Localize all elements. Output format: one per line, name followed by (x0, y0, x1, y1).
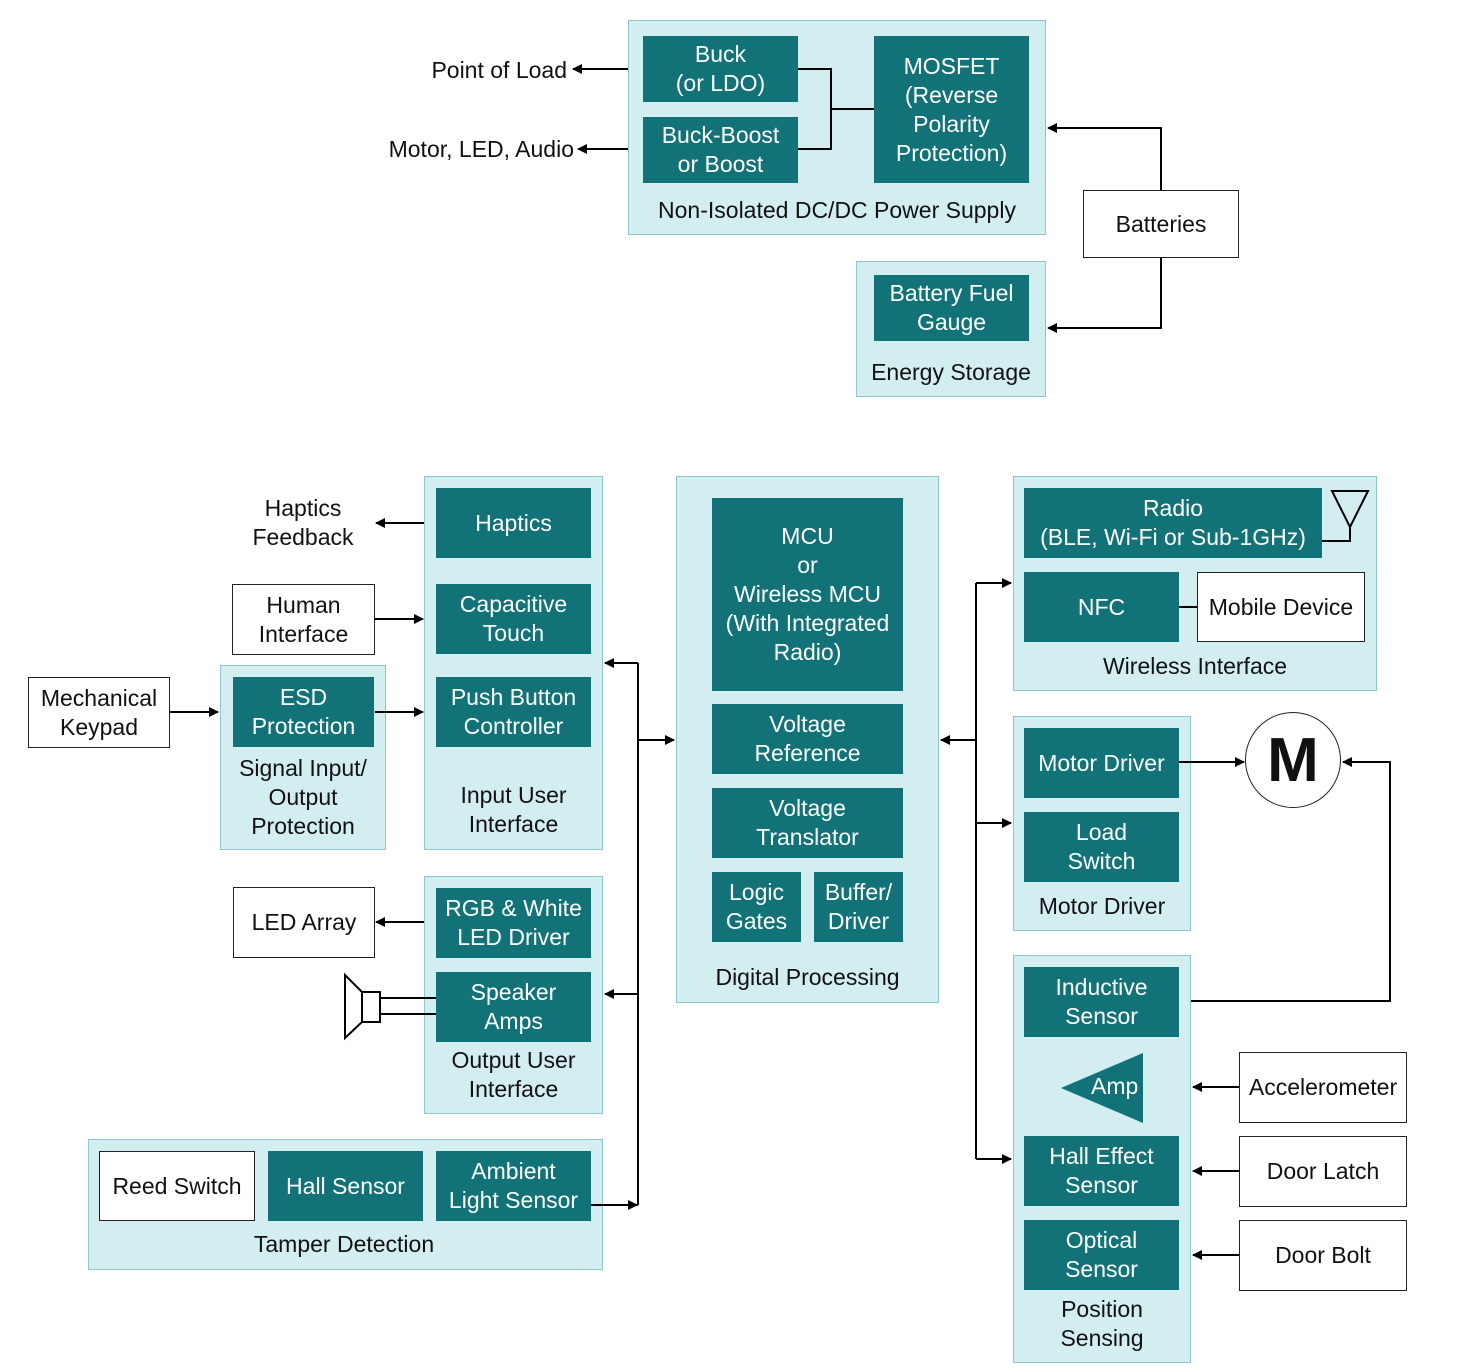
inductive-sensor-block: Inductive Sensor (1024, 967, 1179, 1037)
buffer-driver-block: Buffer/ Driver (814, 872, 903, 942)
point-of-load-label: Point of Load (431, 56, 567, 83)
led-array-box: LED Array (233, 887, 375, 958)
voltage-reference-block: Voltage Reference (712, 704, 903, 774)
haptics-feedback-label: Haptics Feedback (252, 495, 354, 550)
reed-switch-box: Reed Switch (99, 1151, 255, 1221)
haptics-block: Haptics (436, 488, 591, 558)
mcu-block: MCU or Wireless MCU (With Integrated Rad… (712, 498, 903, 691)
ambient-light-sensor-block: Ambient Light Sensor (436, 1151, 591, 1221)
rgb-led-driver-block: RGB & White LED Driver (436, 888, 591, 958)
radio-block: Radio (BLE, Wi-Fi or Sub-1GHz) (1024, 488, 1322, 558)
buck-block: Buck (or LDO) (643, 36, 798, 102)
optical-sensor-block: Optical Sensor (1024, 1220, 1179, 1290)
push-button-controller-block: Push Button Controller (436, 677, 591, 747)
load-switch-block: Load Switch (1024, 812, 1179, 882)
mosfet-block: MOSFET (Reverse Polarity Protection) (874, 36, 1029, 183)
speaker-amps-block: Speaker Amps (436, 972, 591, 1042)
speaker-icon (344, 972, 381, 1041)
power-supply-group-label: Non-Isolated DC/DC Power Supply (658, 196, 1016, 223)
accelerometer-box: Accelerometer (1239, 1052, 1407, 1123)
hall-effect-sensor-block: Hall Effect Sensor (1024, 1136, 1179, 1206)
nfc-block: NFC (1024, 572, 1179, 642)
voltage-translator-block: Voltage Translator (712, 788, 903, 858)
battery-fuel-gauge-block: Battery Fuel Gauge (874, 275, 1029, 341)
human-interface-box: Human Interface (232, 584, 375, 655)
wireless-interface-group-label: Wireless Interface (1102, 652, 1288, 679)
output-ui-group-label: Output User Interface (451, 1047, 576, 1102)
motor-icon: M (1245, 712, 1341, 808)
tamper-group-label: Tamper Detection (253, 1230, 435, 1257)
hall-sensor-block: Hall Sensor (268, 1151, 423, 1221)
digital-processing-group-label: Digital Processing (715, 963, 900, 990)
capacitive-touch-block: Capacitive Touch (436, 584, 591, 654)
mechanical-keypad-box: Mechanical Keypad (28, 677, 170, 748)
motor-led-audio-label: Motor, LED, Audio (388, 135, 574, 162)
position-sensing-group-label: Position Sensing (1060, 1296, 1144, 1351)
amp-label: Amp (1091, 1073, 1139, 1099)
motor-driver-group-label: Motor Driver (1038, 892, 1166, 919)
logic-gates-block: Logic Gates (712, 872, 801, 942)
motor-driver-block: Motor Driver (1024, 728, 1179, 798)
buck-boost-block: Buck-Boost or Boost (643, 117, 798, 183)
mobile-device-box: Mobile Device (1197, 572, 1365, 642)
door-bolt-box: Door Bolt (1239, 1220, 1407, 1291)
batteries-box: Batteries (1083, 190, 1239, 258)
energy-storage-group-label: Energy Storage (871, 358, 1031, 385)
signal-protection-group-label: Signal Input/ Output Protection (239, 754, 367, 839)
door-latch-box: Door Latch (1239, 1136, 1407, 1207)
input-ui-group-label: Input User Interface (460, 782, 567, 837)
esd-protection-block: ESD Protection (233, 677, 374, 747)
